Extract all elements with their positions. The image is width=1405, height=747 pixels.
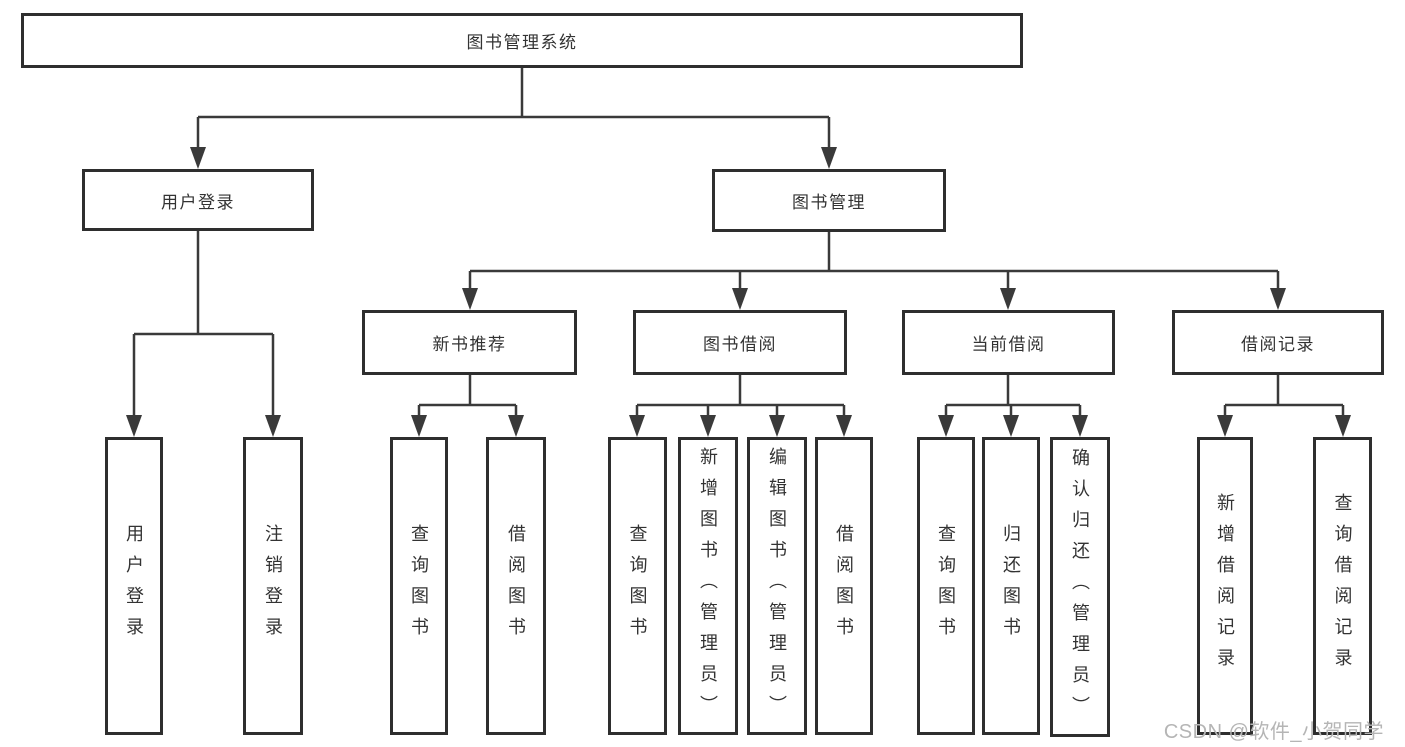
branch-book-management: 图书管理 [712,169,946,232]
module-borrow-records: 借阅记录 [1172,310,1384,375]
leaf-user-login: 用户登录 [105,437,163,735]
leaf-query-books-current: 查询图书 [917,437,975,735]
module-book-borrow: 图书借阅 [633,310,847,375]
leaf-query-borrow-record: 查询借阅记录 [1313,437,1372,735]
leaf-return-book: 归还图书 [982,437,1040,735]
module-new-book-recommend: 新书推荐 [362,310,577,375]
leaf-borrow-books: 借阅图书 [815,437,873,735]
leaf-edit-book-admin: 编辑图书（管理员） [747,437,807,735]
leaf-query-books-borrow: 查询图书 [608,437,667,735]
leaf-logout: 注销登录 [243,437,303,735]
leaf-borrow-books-recommend: 借阅图书 [486,437,546,735]
module-current-borrow: 当前借阅 [902,310,1115,375]
leaf-add-borrow-record: 新增借阅记录 [1197,437,1253,735]
leaf-confirm-return-admin: 确认归还（管理员） [1050,437,1110,737]
root-node: 图书管理系统 [21,13,1023,68]
leaf-add-book-admin: 新增图书（管理员） [678,437,738,735]
csdn-watermark: CSDN @软件_小贺同学 [1163,721,1384,743]
arrowheads [126,147,1351,437]
leaf-query-books-recommend: 查询图书 [390,437,448,735]
branch-user-login: 用户登录 [82,169,314,231]
